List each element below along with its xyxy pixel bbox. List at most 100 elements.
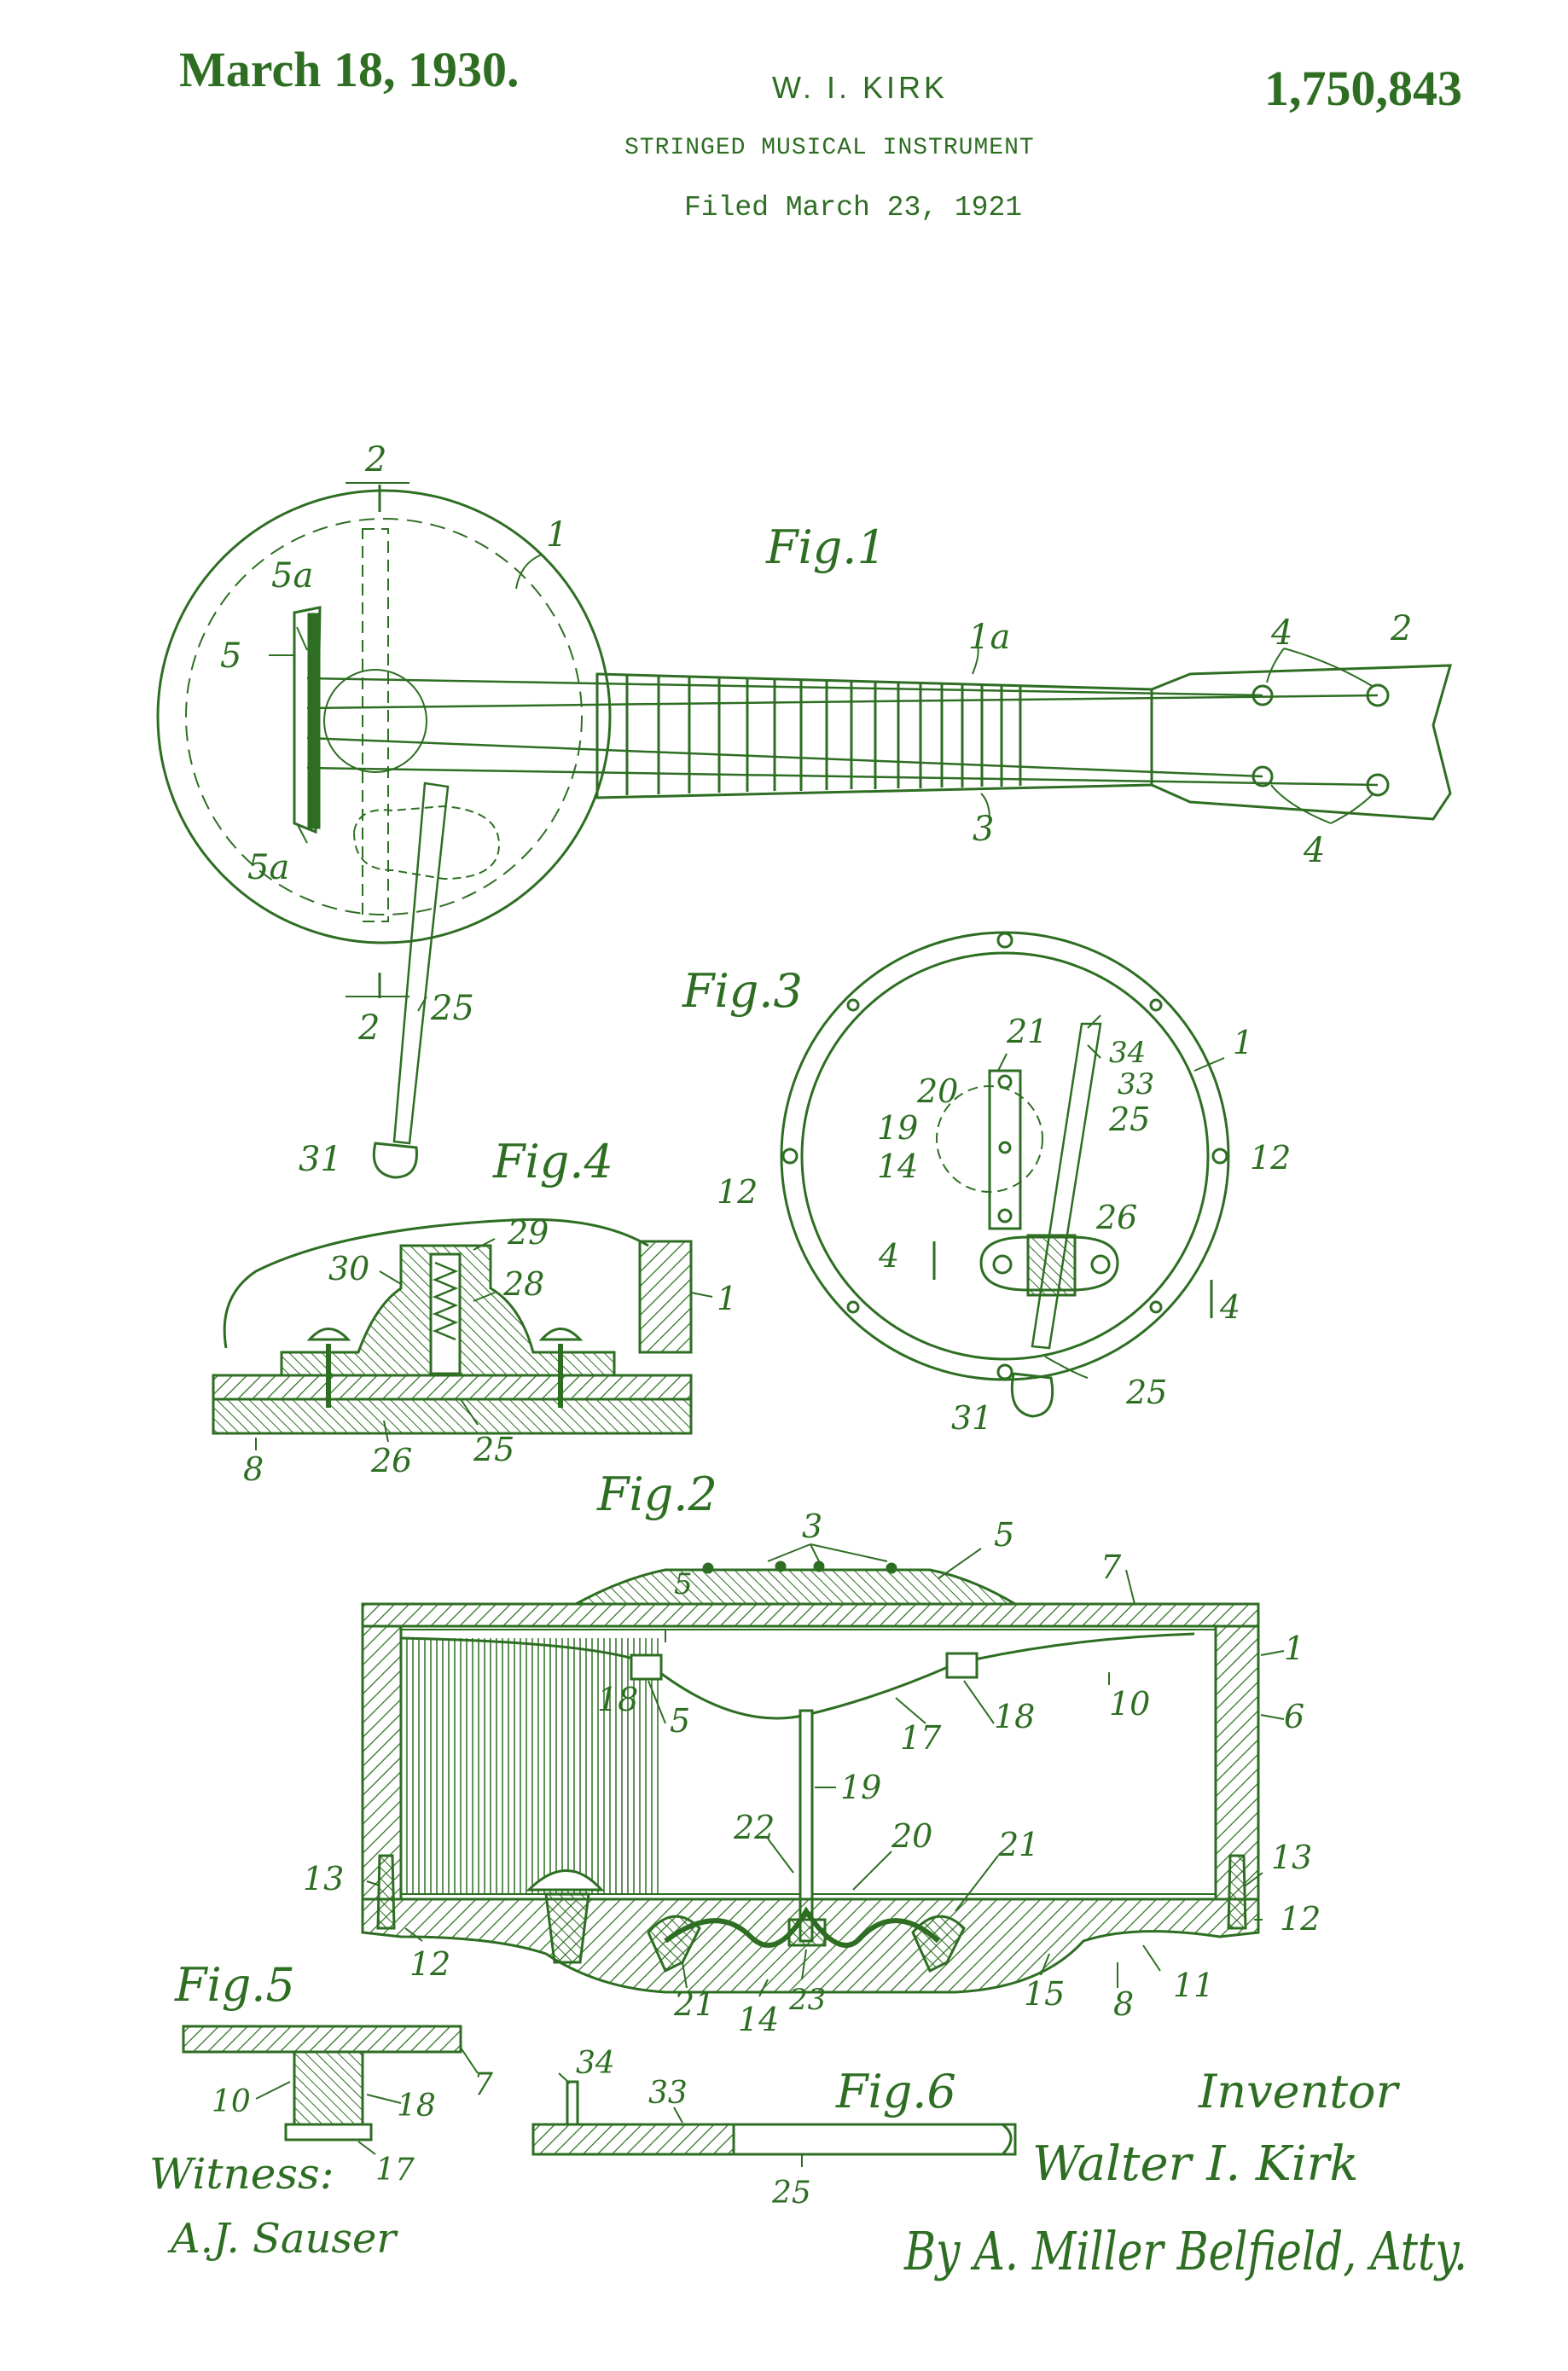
fig1-diaphragm-circle xyxy=(323,669,427,773)
fig3-clamp-screw xyxy=(1090,1254,1111,1275)
fig3-inner-rim xyxy=(800,951,1210,1361)
ref-3-fig2: 3 xyxy=(802,1508,822,1545)
fig5-brace-detail xyxy=(182,2025,479,2155)
ref-34-fig3: 34 xyxy=(1109,1036,1146,1070)
fig4-clamp-section xyxy=(212,1217,713,1450)
ref-2-top: 2 xyxy=(364,440,386,479)
ref-12-fig2-right: 12 xyxy=(1280,1900,1321,1938)
ref-21-fig3: 21 xyxy=(1006,1013,1048,1050)
fig2-soundboard xyxy=(361,1602,1260,1628)
ref-4-fig3-left: 4 xyxy=(878,1237,899,1275)
fig3-screw xyxy=(1211,1148,1228,1165)
ref-34-fig6: 34 xyxy=(576,2046,615,2081)
fig3-screw xyxy=(1149,1300,1163,1314)
fig2-cross-section xyxy=(361,1543,1285,1997)
fig4-spring xyxy=(432,1261,459,1341)
fig1-bridge xyxy=(293,606,322,834)
ref-12-fig3-right: 12 xyxy=(1250,1139,1291,1177)
fig6-label: Fig.6 xyxy=(835,2065,956,2118)
fig5-soundboard xyxy=(182,2025,462,2054)
ref-17-fig5: 17 xyxy=(375,2153,415,2188)
ref-1-fig4: 1 xyxy=(717,1280,737,1317)
fig6-lever-detail xyxy=(531,2072,1017,2167)
fig2-string xyxy=(886,1562,897,1574)
ref-10-fig2: 10 xyxy=(1109,1685,1150,1723)
ref-25-fig1: 25 xyxy=(430,989,474,1028)
witness-signature: A.J. Sauser xyxy=(167,2215,398,2263)
fig2-screw-13-right xyxy=(1227,1854,1247,1930)
fig4-break-line xyxy=(223,1217,649,1349)
fig1-clamp xyxy=(352,805,501,880)
ref-30: 30 xyxy=(328,1250,369,1287)
fig3-screw xyxy=(846,998,860,1012)
fig5-brace xyxy=(284,2123,373,2141)
ref-5a-bottom: 5a xyxy=(247,848,289,887)
ref-26-fig3: 26 xyxy=(1095,1199,1137,1236)
ref-3: 3 xyxy=(973,810,994,849)
inventor-heading: Inventor xyxy=(1198,2065,1401,2118)
fig3-clamp-block xyxy=(1026,1234,1077,1297)
ref-14-fig2: 14 xyxy=(738,2001,779,2038)
fig4-back-plate-lower xyxy=(212,1398,693,1435)
fig1-instrument-plan-view xyxy=(156,482,1453,1179)
ref-17-fig2: 17 xyxy=(900,1719,942,1757)
ref-5-fig2: 5 xyxy=(994,1516,1014,1554)
fig3-center-screw xyxy=(998,1141,1012,1154)
fig3-plate-screw xyxy=(997,1074,1013,1090)
fig2-block-18-left xyxy=(630,1653,663,1681)
ref-7-fig2: 7 xyxy=(1101,1549,1122,1586)
fig3-back-view xyxy=(780,931,1230,1418)
fig4-back-plate xyxy=(212,1374,693,1401)
witness-heading: Witness: xyxy=(149,2149,334,2199)
fig1-strings xyxy=(306,677,1379,787)
ref-5: 5 xyxy=(220,636,241,676)
ref-4-top: 4 xyxy=(1270,613,1292,653)
fig3-plate xyxy=(988,1069,1022,1230)
ref-8-fig2: 8 xyxy=(1113,1985,1134,2023)
fig2-string xyxy=(775,1560,787,1572)
ref-2-headstock: 2 xyxy=(1390,609,1412,648)
ref-20-fig2: 20 xyxy=(891,1817,932,1855)
fig2-block-18-right xyxy=(945,1652,979,1679)
ref-23-fig2: 23 xyxy=(788,1983,826,2017)
fig6-lever-hatched xyxy=(531,2123,735,2156)
fig1-brace-dashed xyxy=(362,528,389,922)
ref-33-fig3: 33 xyxy=(1118,1067,1154,1101)
fig2-resonator-shading xyxy=(405,1638,661,1894)
fig2-back-plate xyxy=(361,1897,1260,1994)
fig1-bridge-edge xyxy=(307,613,321,829)
ref-10-fig5: 10 xyxy=(212,2084,251,2119)
fig3-clamp-plate xyxy=(979,1235,1119,1292)
fig1-inner-dashed-circle xyxy=(185,518,583,915)
ref-1-fig2: 1 xyxy=(1284,1630,1304,1667)
filing-date: Filed March 23, 1921 xyxy=(684,192,1023,224)
fig2-screw-head xyxy=(526,1869,605,1892)
ref-5-fig2-lower: 5 xyxy=(670,1702,690,1740)
ref-5a-top: 5a xyxy=(271,556,313,596)
ref-29: 29 xyxy=(507,1214,549,1252)
fig3-label: Fig.3 xyxy=(682,964,803,1018)
attorney-signature: By A. Miller Belfield, Atty. xyxy=(903,2220,1467,2282)
fig3-plate-screw xyxy=(997,1208,1013,1223)
inventor-header: W. I. KIRK xyxy=(772,70,949,105)
ref-5-fig2-section: 5 xyxy=(674,1567,693,1601)
ref-25-fig3-bottom: 25 xyxy=(1125,1374,1167,1411)
ref-31-fig3: 31 xyxy=(951,1399,992,1437)
fig2-string xyxy=(813,1560,825,1572)
ref-19-fig2: 19 xyxy=(840,1769,881,1806)
ref-21-fig2-left: 21 xyxy=(673,1985,715,2023)
fig4-spring-bore xyxy=(429,1252,462,1375)
fig3-screw xyxy=(996,932,1013,949)
patent-title: STRINGED MUSICAL INSTRUMENT xyxy=(624,135,1035,161)
fig4-screw-head xyxy=(306,1328,351,1341)
ref-11-fig2: 11 xyxy=(1173,1967,1214,2004)
ref-4-fig3-right: 4 xyxy=(1219,1288,1240,1326)
fig1-label: Fig.1 xyxy=(765,520,886,574)
ref-25-fig6: 25 xyxy=(771,2176,811,2211)
ref-8-fig4: 8 xyxy=(243,1450,264,1488)
fig4-rim-section xyxy=(638,1240,693,1354)
ref-31-fig1: 31 xyxy=(299,1140,342,1179)
ref-7-fig5: 7 xyxy=(473,2067,493,2102)
patent-number: 1,750,843 xyxy=(1264,61,1462,116)
